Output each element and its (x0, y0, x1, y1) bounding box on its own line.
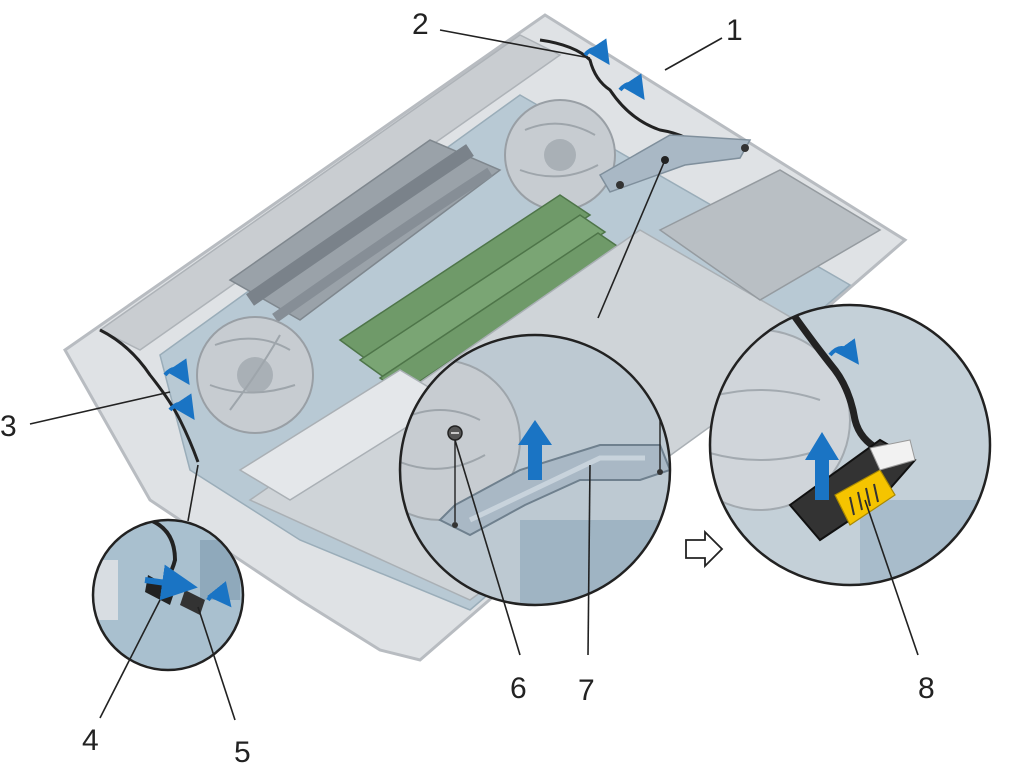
lift-arrow-icon (805, 432, 839, 500)
lift-arrow-icon (144, 564, 198, 601)
callout-6: 6 (510, 672, 527, 705)
rotate-arrow-icon (583, 38, 610, 65)
hinge-bar (98, 34, 562, 351)
display-cable-closeup (787, 307, 882, 454)
callout-2: 2 (412, 8, 429, 41)
fan-right (504, 99, 616, 211)
rotate-arrow-icon (206, 581, 232, 608)
rotate-arrow-icon (168, 393, 195, 420)
magnifier-pointer (597, 159, 666, 319)
magnifier-bracket (398, 333, 672, 607)
callout-7: 7 (578, 674, 595, 707)
rotate-arrow-icon (163, 358, 190, 385)
callout-leaders (29, 29, 919, 721)
rotate-arrow-icon (828, 338, 859, 365)
magnifier-antenna (91, 518, 245, 672)
callout-3: 3 (0, 410, 17, 443)
display-cable-bracket (598, 134, 752, 193)
memory-modules (338, 194, 622, 394)
magnifier-pointer (187, 464, 199, 522)
callout-labels: 1 2 3 4 5 6 7 8 (0, 8, 935, 769)
rotate-arrow-icon (618, 73, 645, 100)
touchpad-bracket (658, 169, 882, 301)
callout-4: 4 (82, 724, 99, 757)
display-cable (539, 38, 702, 151)
callout-1: 1 (726, 14, 743, 47)
barcode-label-icon (834, 469, 896, 526)
next-step-arrow-icon (685, 529, 724, 569)
fan-left (196, 316, 314, 434)
heatpipe (272, 167, 493, 323)
callout-5: 5 (234, 736, 251, 769)
display-cable-bracket-closeup (438, 444, 670, 537)
screw-icon (447, 425, 463, 528)
antenna-cable (99, 328, 200, 463)
heatpipe (246, 144, 474, 306)
lift-arrow-icon (518, 420, 552, 480)
callout-8: 8 (918, 672, 935, 705)
